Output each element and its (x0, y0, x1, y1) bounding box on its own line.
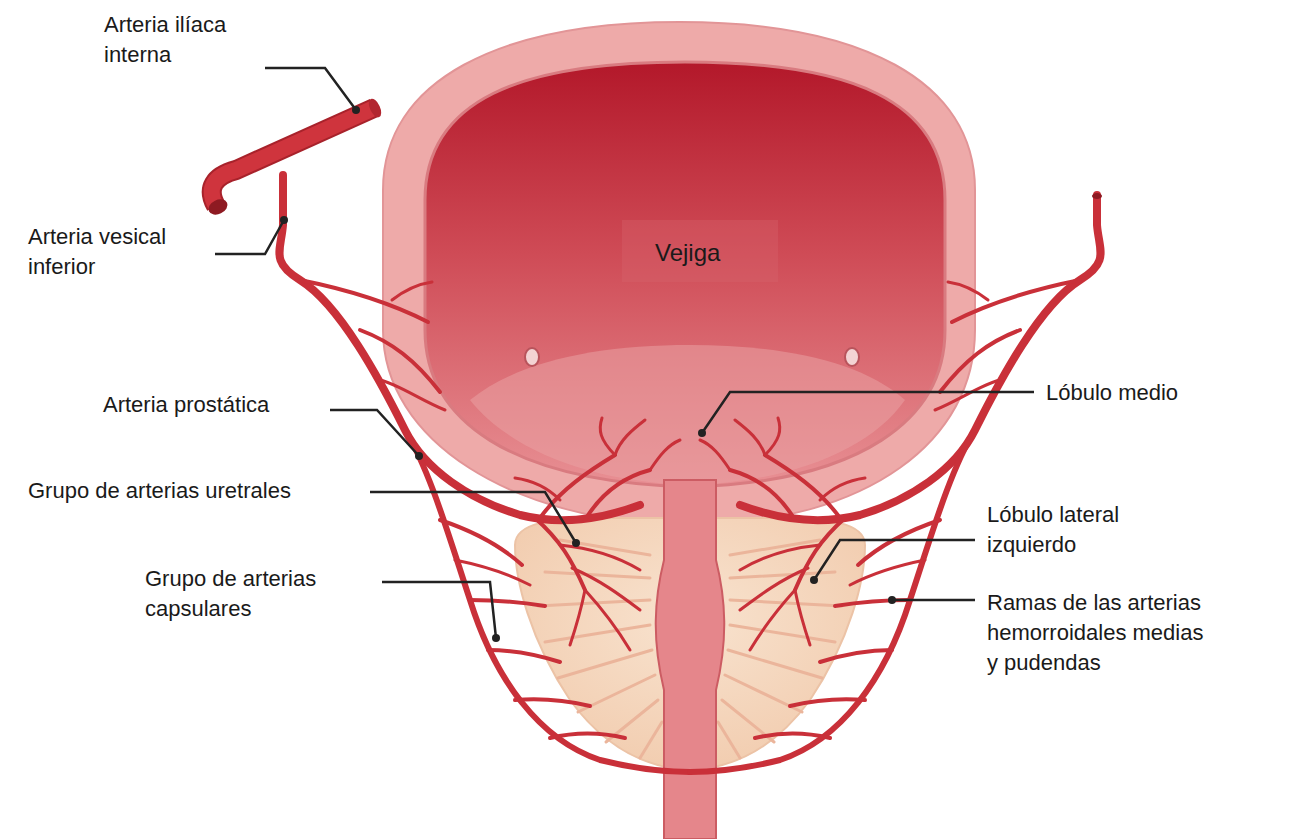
arteries (279, 175, 1100, 772)
iliac-artery (212, 108, 374, 206)
artery-label: Arteria ilíaca interna (104, 10, 269, 70)
bladder-cavity (425, 62, 945, 487)
artery-label: Arteria prostática (103, 390, 269, 420)
artery-label: Grupo de arterias uretrales (28, 476, 291, 506)
ureteric-orifice (845, 348, 859, 366)
ureteric-orifice (525, 348, 539, 366)
vessel-end (206, 196, 230, 217)
artery-label: Ramas de las arterias hemorroidales medi… (987, 588, 1211, 678)
trigone (470, 345, 905, 485)
leader-lines (215, 68, 1034, 638)
leader-dots (280, 106, 896, 642)
part-label: Lóbulo lateral izquierdo (987, 500, 1152, 560)
bladder-wall (383, 22, 975, 526)
vessel-end (366, 97, 384, 119)
urethra (656, 480, 725, 839)
organ-label: Vejiga (655, 238, 720, 268)
vessel-end (1092, 193, 1102, 199)
label-patch (622, 220, 778, 282)
artery-label: Grupo de arterias capsulares (145, 564, 350, 624)
artery-label: Arteria vesical inferior (28, 222, 203, 282)
part-label: Lóbulo medio (1046, 378, 1178, 408)
iliac-artery-outline (212, 108, 374, 206)
